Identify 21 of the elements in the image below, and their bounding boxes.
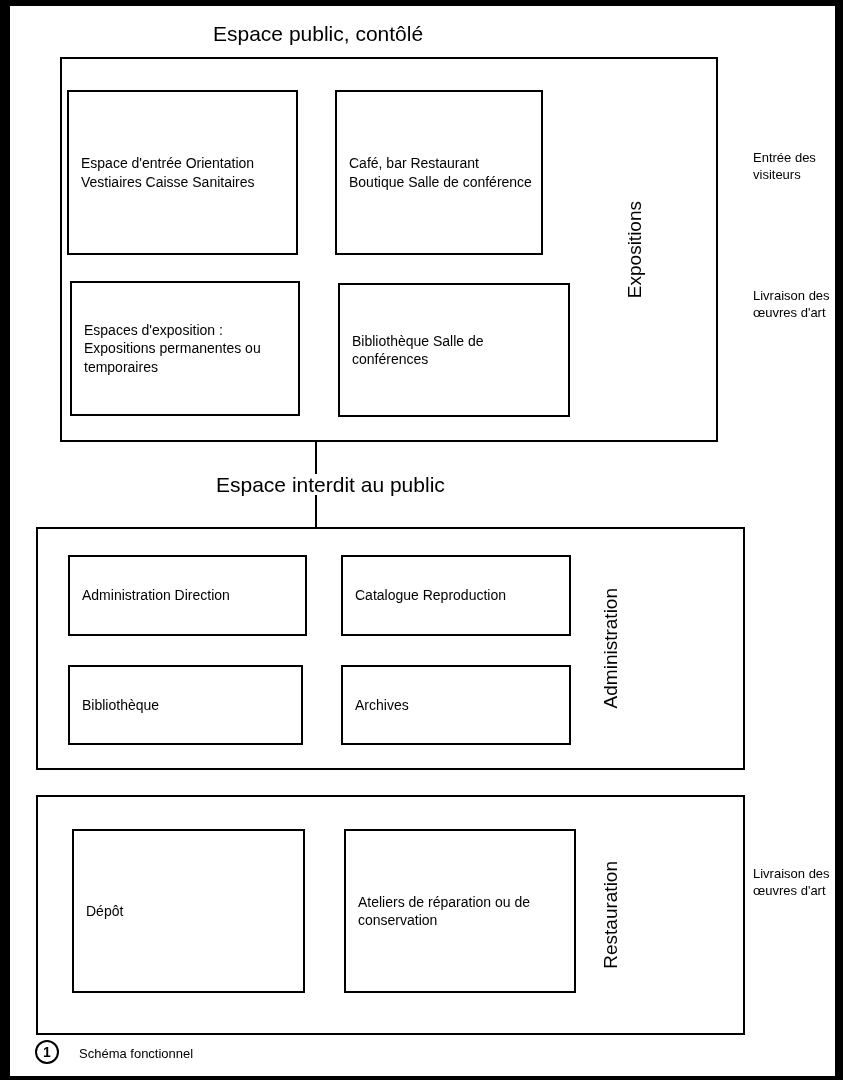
zone-heading: Restauration <box>600 861 620 969</box>
room-box: Ateliers de réparation ou de conservation <box>344 829 576 993</box>
room-box: Espaces d'exposition : Expositions permanentes ou temporaires <box>70 281 300 416</box>
room-box: Archives <box>341 665 571 745</box>
zone-frame <box>60 57 718 442</box>
side-note: Livraison des œuvres d'art <box>753 288 831 322</box>
room-box: Catalogue Reproduction <box>341 555 571 636</box>
room-box: Administration Direction <box>68 555 307 636</box>
side-note: Entrée des visiteurs <box>753 150 817 184</box>
side-note: Livraison des œuvres d'art <box>753 866 831 900</box>
zone-frame <box>36 795 745 1035</box>
zone-heading: Administration <box>600 588 620 709</box>
room-box: Café, bar Restaurant Boutique Salle de conférence <box>335 90 543 255</box>
diagram-title: Espace public, contôlé <box>213 21 424 47</box>
zone-frame <box>36 527 745 770</box>
room-box: Bibliothèque Salle de conférences <box>338 283 570 417</box>
room-box: Dépôt <box>72 829 305 993</box>
caption-text: Schéma fonctionnel <box>79 1045 194 1063</box>
room-box: Espace d'entrée Orientation Vestiaires Caisse Sanitaires <box>67 90 298 255</box>
room-box: Bibliothèque <box>68 665 303 745</box>
zone-heading: Expositions <box>624 200 644 299</box>
